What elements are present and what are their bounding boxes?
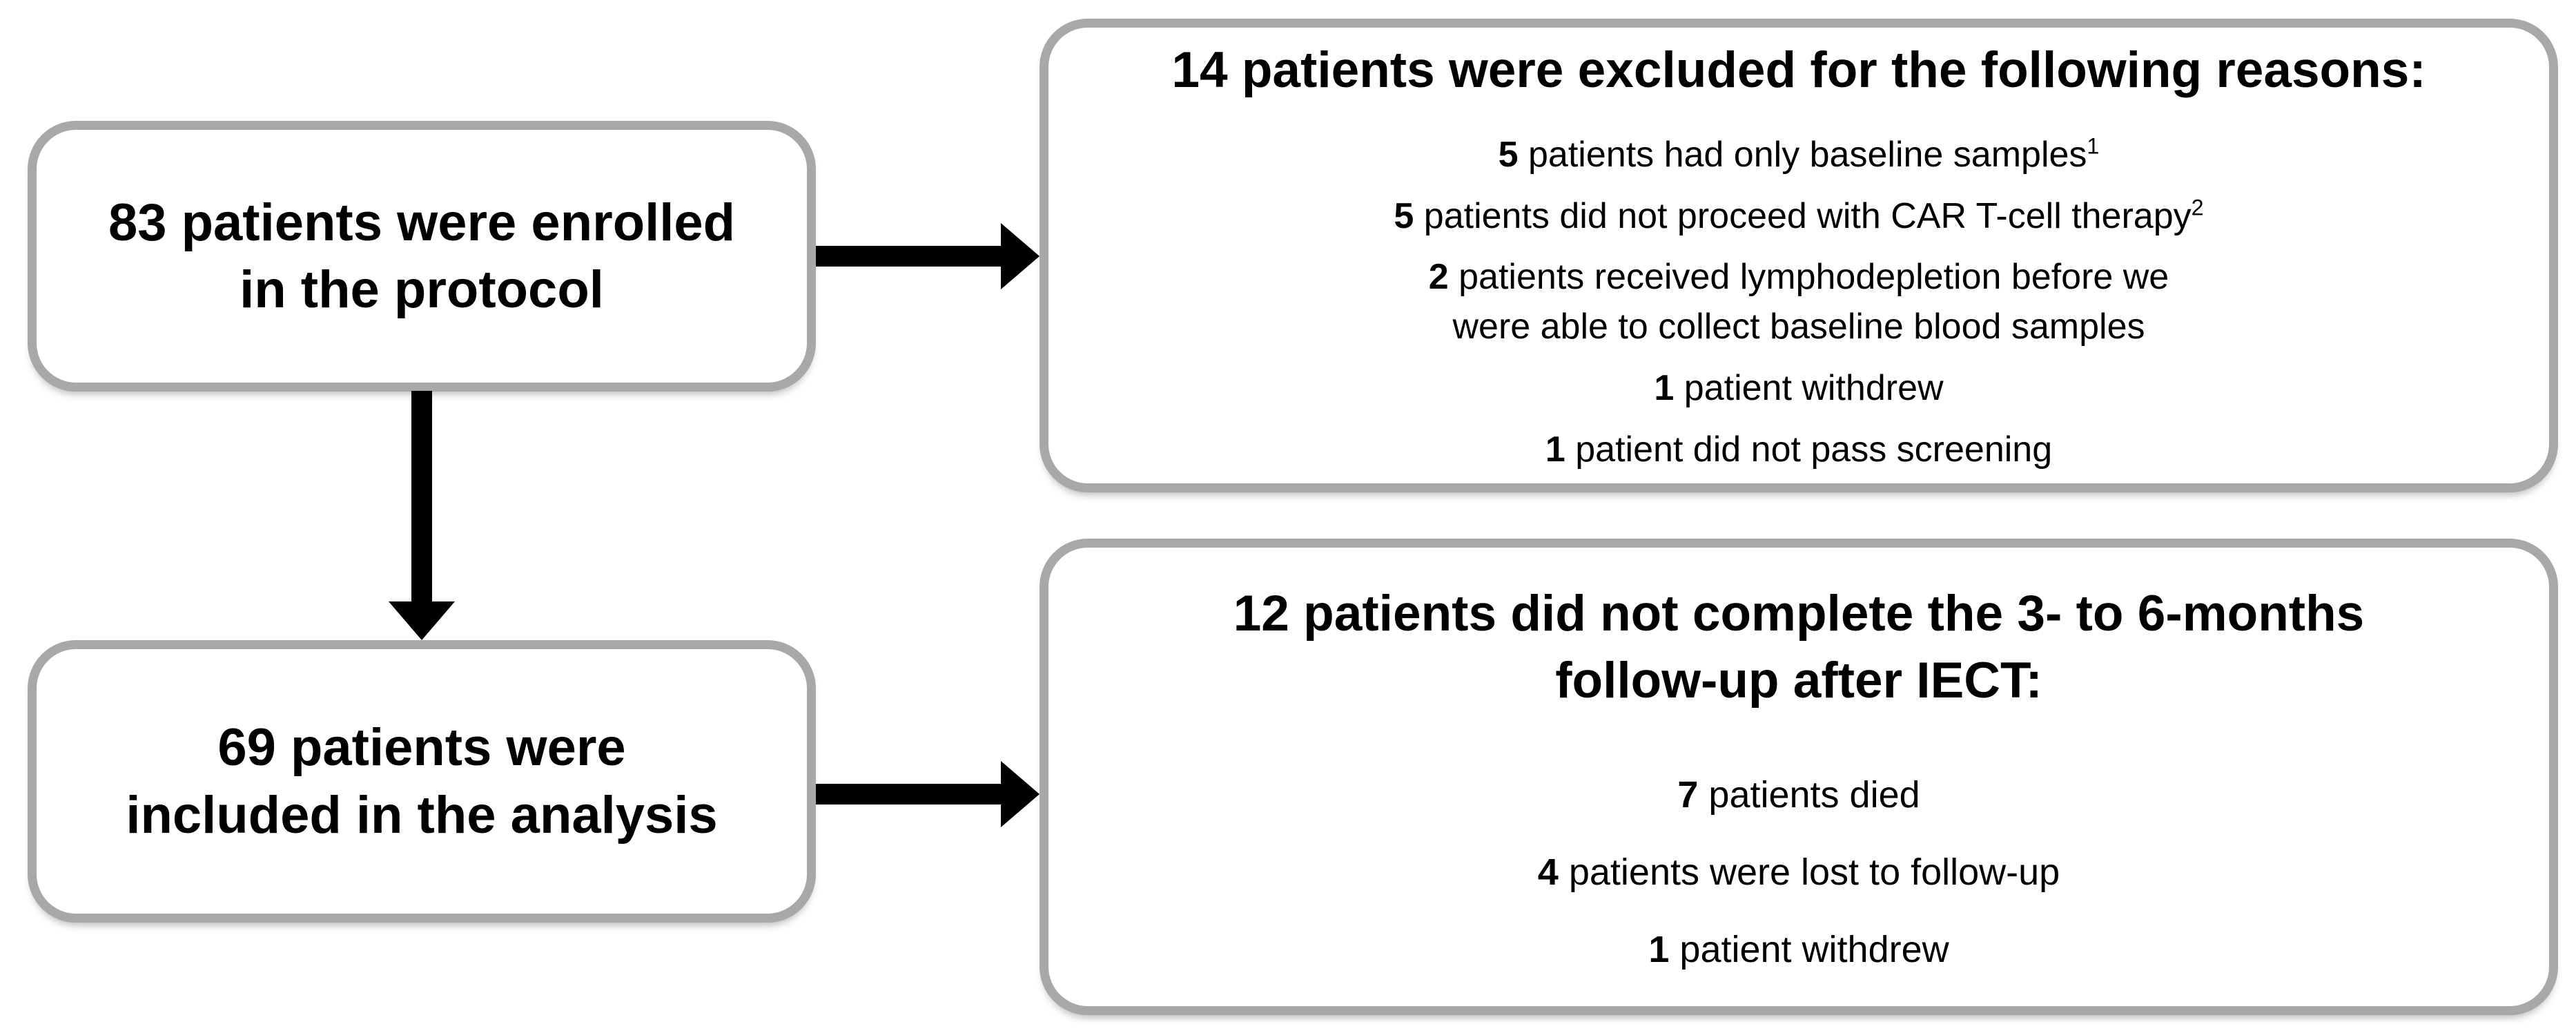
followup-item-2: 4 patients were lost to follow-up	[1538, 848, 2060, 896]
connector-analysis-to-followup	[816, 761, 1040, 827]
analysis-box: 69 patients were included in the analysi…	[28, 640, 816, 923]
followup-item-3-text: patient withdrew	[1679, 929, 1949, 971]
followup-heading: 12 patients did not complete the 3- to 6…	[1233, 580, 2365, 714]
followup-heading-line-2: follow-up after IECT:	[1555, 652, 2042, 709]
right-arrow-icon	[816, 223, 1040, 289]
connector-enrolled-to-excluded	[816, 223, 1040, 289]
followup-heading-line-1: 12 patients did not complete the 3- to 6…	[1233, 585, 2365, 642]
enrolled-box: 83 patients were enrolled in the protoco…	[28, 121, 816, 392]
excluded-item-5: 1 patient did not pass screening	[1545, 425, 2052, 475]
followup-item-1: 7 patients died	[1677, 771, 1920, 819]
followup-item-3: 1 patient withdrew	[1648, 925, 1949, 974]
excluded-heading: 14 patients were excluded for the follow…	[1171, 41, 2426, 98]
excluded-item-5-text: patient did not pass screening	[1575, 429, 2053, 470]
excluded-item-3-count: 2	[1428, 257, 1449, 298]
down-arrow-icon	[389, 391, 455, 640]
excluded-item-4-text: patient withdrew	[1684, 367, 1944, 408]
enrolled-line-1: 83 patients were enrolled	[108, 193, 736, 252]
followup-box: 12 patients did not complete the 3- to 6…	[1040, 539, 2558, 1015]
excluded-item-1-superscript: 1	[2087, 133, 2100, 159]
connector-enrolled-to-analysis	[389, 391, 455, 640]
excluded-item-2-text: patients did not proceed with CAR T-cell…	[1423, 195, 2192, 236]
analysis-line-2: included in the analysis	[126, 785, 718, 845]
followup-item-2-count: 4	[1537, 851, 1559, 893]
excluded-item-2-count: 5	[1394, 195, 1414, 236]
analysis-line-1: 69 patients were	[217, 718, 626, 778]
analysis-box-text: 69 patients were included in the analysi…	[126, 714, 717, 849]
enrolled-line-2: in the protocol	[240, 260, 604, 319]
excluded-item-1-count: 5	[1498, 134, 1519, 175]
enrolled-box-text: 83 patients were enrolled in the protoco…	[108, 189, 735, 324]
excluded-item-3-text-line-2: were able to collect baseline blood samp…	[1452, 307, 2145, 347]
excluded-item-3-text-line-1: patients received lymphodepletion before…	[1458, 257, 2169, 298]
right-arrow-icon	[816, 761, 1040, 827]
excluded-item-2: 5 patients did not proceed with CAR T-ce…	[1394, 192, 2203, 242]
excluded-item-5-count: 1	[1545, 429, 1565, 470]
excluded-item-1-text: patients had only baseline samples	[1528, 134, 2087, 175]
excluded-item-4-count: 1	[1654, 367, 1675, 408]
excluded-box: 14 patients were excluded for the follow…	[1040, 19, 2558, 492]
followup-item-1-text: patients died	[1708, 773, 1920, 816]
excluded-item-1: 5 patients had only baseline samples1	[1499, 131, 2100, 180]
followup-item-1-count: 7	[1677, 773, 1699, 816]
followup-item-3-count: 1	[1648, 929, 1670, 971]
followup-item-2-text: patients were lost to follow-up	[1568, 851, 2060, 893]
excluded-item-2-superscript: 2	[2191, 195, 2204, 220]
excluded-item-3: 2 patients received lymphodepletion befo…	[1429, 253, 2169, 352]
excluded-item-4: 1 patient withdrew	[1654, 364, 1943, 414]
